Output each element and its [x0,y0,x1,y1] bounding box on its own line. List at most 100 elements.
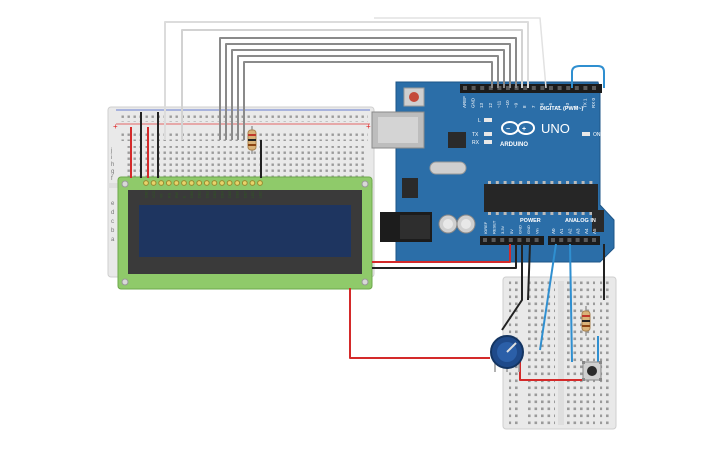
tx-led-label: TX [472,132,479,138]
usb-chip [448,132,466,148]
chip-leg [534,212,538,215]
lcd-pin-label: DB4 [221,191,225,198]
wire-gray [181,29,523,140]
lcd-pin-label: DB2 [205,191,209,198]
header-hole [551,238,555,242]
lcd-pin [249,180,256,186]
lcd-pin-label: DB6 [236,191,240,198]
wire-red [519,362,585,381]
lcd-pin [241,180,248,186]
chip-leg [566,212,569,215]
lcd-pin [181,180,187,186]
digital-pin-label: ~11 [496,100,501,108]
chip-leg [495,181,499,184]
voltage-regulator [402,178,418,198]
analog-pin-label: A0 [551,228,556,234]
digital-pin-label: 12 [488,102,493,108]
header-hole [534,238,539,242]
analog-pin-label: A3 [576,228,581,234]
header-hole [500,238,505,242]
row-letter-f: f [111,176,113,182]
header-hole [491,238,496,242]
row-letter-e: e [111,201,115,207]
header-hole [559,238,564,242]
arduino-logo: − + [501,121,535,135]
header-hole [463,86,467,90]
header-hole [523,86,528,90]
wire-red [349,288,490,359]
row-letter-h: h [111,162,114,168]
digital-pin-label: 2 [574,105,579,108]
row-letter-j: j [110,148,112,154]
power-pin-label: GND [526,225,531,234]
wire-blue [539,243,557,351]
lcd-pin [211,180,218,186]
wire-gray [237,55,499,140]
power-pin-label: RESET [492,220,497,234]
chip-leg [488,181,491,184]
header-hole [531,86,536,90]
power-pin-label: 3.3V [500,225,505,234]
l-led-label: L [478,118,481,124]
chip-leg [503,181,507,184]
board-brand: ARDUINO [500,142,528,148]
lcd-pin [226,180,233,186]
lcd-pin [188,180,195,186]
header-hole [575,238,580,242]
chip-leg [511,212,515,215]
power-label: POWER [520,218,541,224]
lcd-pin [143,180,149,186]
lcd-screen [139,205,351,257]
chip-leg [527,212,530,215]
header-hole [566,86,571,90]
lcd-pin [257,180,263,186]
analog-pin-label: A4 [584,228,589,234]
header-hole [574,86,579,90]
header-hole [583,86,588,90]
wire-black [501,244,523,331]
header-hole [567,238,572,242]
lcd-pin [150,180,157,186]
row-letter-i: i [111,155,112,161]
icsp-header [592,210,604,232]
wire-gray [219,37,517,140]
header-hole [549,86,553,90]
header-hole [540,86,545,90]
pushbutton[interactable] [582,361,602,381]
header-hole [488,86,493,90]
digital-pin-label: ~5 [548,102,553,108]
potentiometer[interactable] [490,335,524,372]
resistor [247,126,257,154]
analog-pin-label: A2 [567,228,572,234]
lcd-pin-label: E [183,195,187,198]
wire-red [372,244,511,263]
rx-led [484,140,492,144]
chip-leg [519,181,523,184]
lcd-pin [165,180,172,186]
power-pin-label: Vin [535,228,540,234]
header-hole [508,238,513,242]
lcd-mount-hole [121,180,129,188]
lcd-pin-label: DB0 [190,191,194,198]
wires [130,17,605,381]
board-model: UNO [541,121,570,136]
lcd-pin-label: LED [251,191,255,198]
lcd-pin [219,180,225,186]
chip-leg [550,212,554,215]
lcd-mount-hole [121,278,129,286]
crystal [429,161,467,175]
lcd-pin [196,180,203,186]
digital-pin-label: ~10 [505,100,510,108]
wire-black [527,243,531,301]
lcd-pin-label: LED [259,191,263,198]
chip-leg [589,181,593,184]
chip-leg [581,212,585,215]
lcd-pin-label: RS [167,192,171,198]
header-hole [526,238,530,242]
digital-pin-label: AREF [462,96,467,108]
chip-leg [503,212,507,215]
analog-pin-label: A5 [592,228,597,234]
lcd-pin-label: V0 [160,194,164,198]
header-hole [592,86,596,90]
atmega-chip [484,184,598,212]
